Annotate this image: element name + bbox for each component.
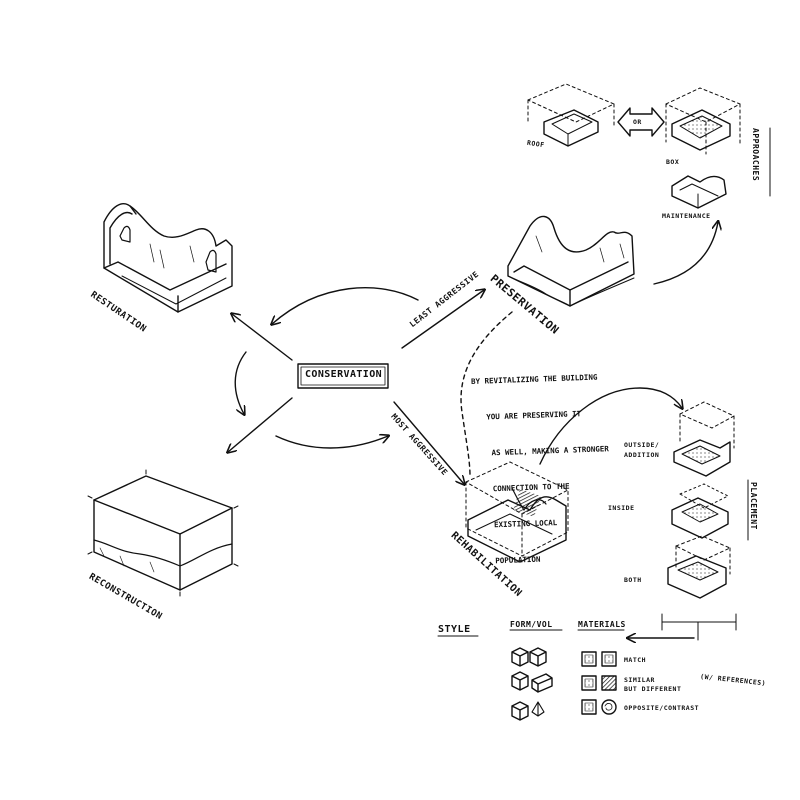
arrow-to-restoration (232, 314, 293, 361)
style-row-match: MATCH (624, 656, 647, 664)
approaches-title: APPROACHES (751, 128, 760, 182)
approach-or-double-arrow (617, 107, 665, 137)
dashed-link (460, 311, 513, 477)
material-swatches-contrast (581, 699, 617, 715)
placement-outside-sketch (673, 401, 735, 477)
approach-roof-sketch (527, 83, 615, 147)
arrow-to-rehabilitation (393, 401, 464, 484)
curved-arrow-to-placement (539, 387, 682, 465)
conservation-label: CONSERVATION (305, 369, 383, 380)
placement-both-label: BOTH (624, 576, 642, 584)
curved-arrow-bottom (275, 436, 388, 449)
note-line: YOU ARE PRESERVING IT (486, 409, 582, 422)
placement-scale-bar (661, 613, 737, 641)
arrow-to-preservation (401, 290, 484, 349)
curved-arrow-top (272, 287, 419, 324)
placement-outside-label: OUTSIDE/ ADDITION (624, 441, 660, 459)
approach-maintenance-sketch (671, 175, 727, 209)
revitalizing-note: BY REVITALIZING THE BUILDING YOU ARE PRE… (470, 347, 613, 580)
style-col-form: FORM/VOL (510, 620, 553, 629)
approach-box-sketch (665, 87, 741, 155)
note-line: BY REVITALIZING THE BUILDING (470, 372, 598, 386)
style-row-similar: SIMILAR BUT DIFFERENT (624, 676, 682, 693)
material-swatches-similar (581, 675, 617, 691)
conservation-box (297, 363, 389, 389)
placement-inside-label: INSIDE (608, 504, 635, 512)
style-col-materials: MATERIALS (578, 620, 626, 629)
style-row-contrast: OPPOSITE/CONTRAST (624, 704, 700, 712)
note-line: EXISTING LOCAL (493, 518, 558, 530)
curved-arrow-to-approaches (653, 222, 718, 285)
arrow-to-reconstruction (228, 397, 293, 452)
restoration-ruin-sketch (103, 203, 233, 313)
reconstruction-block-sketch (87, 469, 239, 597)
placement-both-sketch (667, 535, 731, 599)
approach-or-label: OR (633, 118, 642, 126)
form-icon-similar (511, 671, 553, 693)
material-swatches-match (581, 651, 617, 667)
style-table-lines (437, 629, 625, 637)
approach-box-label: BOX (666, 158, 680, 166)
form-icon-match (511, 647, 547, 667)
rehabilitation-ruin-sketch (465, 461, 569, 563)
approach-maintenance-label: MAINTENANCE (662, 212, 711, 220)
curved-arrow-left (234, 351, 247, 414)
preservation-ruin-sketch (507, 215, 635, 307)
style-title: STYLE (438, 624, 471, 635)
form-icon-contrast (511, 701, 545, 721)
note-line: AS WELL, MAKING A STRONGER (491, 444, 610, 458)
placement-inside-sketch (671, 483, 729, 539)
note-line: CONNECTION TO THE (492, 481, 570, 494)
note-line: POPULATION (495, 554, 541, 566)
placement-title: PLACEMENT (749, 482, 758, 530)
